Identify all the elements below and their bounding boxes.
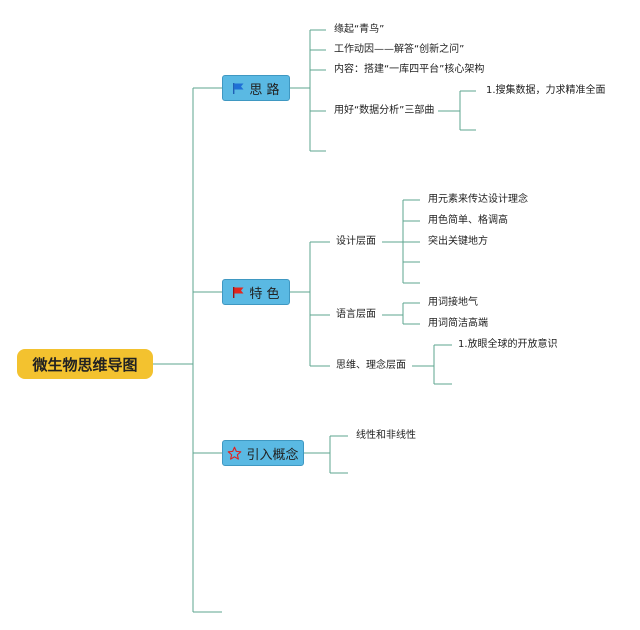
subtopic-label[interactable]: 线性和非线性 — [356, 430, 416, 441]
red-flag-icon — [232, 286, 245, 299]
subtopic-label[interactable]: 用元素来传达设计理念 — [428, 194, 528, 205]
subtopic-label[interactable]: 用色简单、格调高 — [428, 215, 508, 226]
subtopic-label[interactable]: 用好“数据分析”三部曲 — [334, 105, 435, 116]
subtopic-label[interactable]: 设计层面 — [336, 236, 376, 247]
root-topic[interactable]: 微生物思维导图 — [17, 349, 153, 379]
topic-silu[interactable]: 思 路 — [222, 75, 290, 101]
topic-silu-label: 思 路 — [249, 82, 280, 98]
subtopic-label[interactable]: 1.搜集数据，力求精准全面 — [486, 85, 606, 96]
topic-yinru-gainian[interactable]: 引入概念 — [222, 440, 304, 466]
subtopic-label[interactable]: 思维、理念层面 — [336, 360, 406, 371]
root-topic-label: 微生物思维导图 — [32, 355, 138, 374]
subtopic-label[interactable]: 语言层面 — [336, 309, 376, 320]
subtopic-label[interactable]: 突出关键地方 — [428, 236, 488, 247]
topic-tese[interactable]: 特 色 — [222, 279, 290, 305]
blue-flag-icon — [232, 82, 245, 95]
subtopic-label[interactable]: 工作动因——解答“创新之问” — [334, 44, 465, 55]
topic-tese-label: 特 色 — [249, 286, 280, 302]
subtopic-label[interactable]: 缘起“青鸟” — [334, 24, 385, 35]
subtopic-label[interactable]: 用词简洁高端 — [428, 318, 488, 329]
star-outline-icon — [227, 446, 242, 461]
subtopic-label[interactable]: 内容：搭建“一库四平台”核心架构 — [334, 64, 485, 75]
subtopic-label[interactable]: 用词接地气 — [428, 297, 478, 308]
topic-yinru-gainian-label: 引入概念 — [246, 447, 299, 463]
subtopic-label[interactable]: 1.放眼全球的开放意识 — [458, 339, 558, 350]
